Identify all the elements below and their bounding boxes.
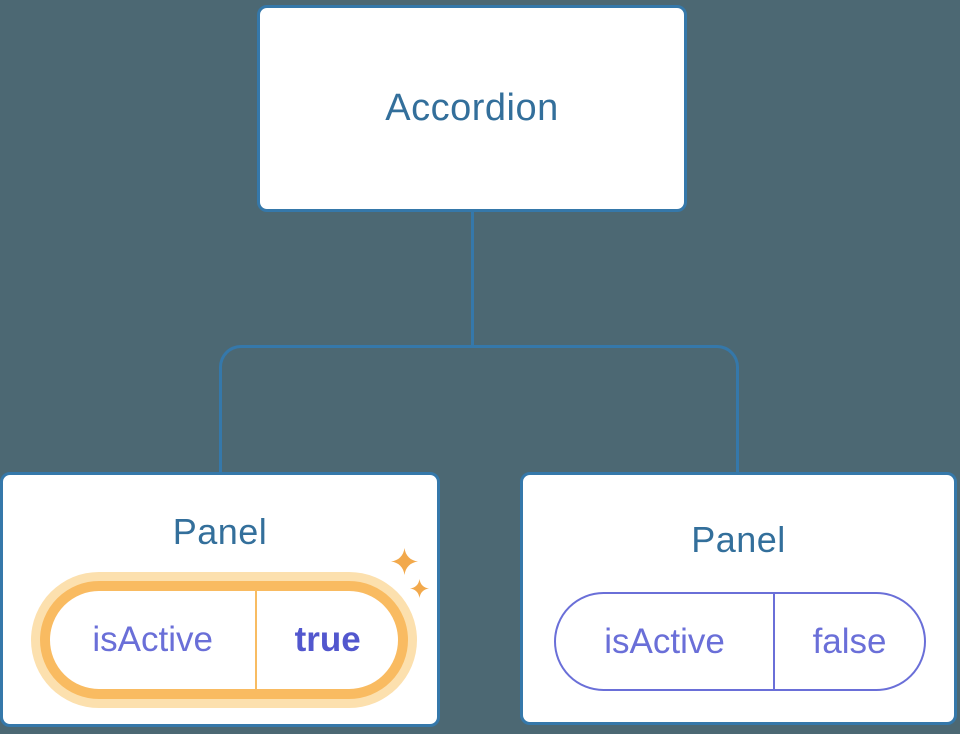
panel-label: Panel	[172, 511, 268, 552]
accordion-label: Accordion	[385, 87, 559, 129]
accordion-node: Accordion	[257, 5, 687, 212]
connector-root-line	[471, 212, 474, 347]
state-prop-name: isActive	[604, 621, 725, 661]
state-pill-inactive: isActive false	[554, 592, 926, 691]
sparkle-large-icon	[391, 548, 418, 575]
state-value: false	[812, 621, 887, 661]
state-value: true	[294, 620, 361, 659]
sparkle-small-icon	[410, 579, 429, 598]
panel-node-active: Panel isActive true	[0, 472, 440, 727]
connector-branch-bracket	[219, 345, 739, 472]
panel-node-inactive: Panel isActive false	[520, 472, 957, 725]
panel-label: Panel	[691, 519, 786, 560]
pill-divider	[255, 591, 258, 689]
state-pill-active: isActive true	[40, 581, 408, 699]
state-prop-name: isActive	[92, 620, 213, 659]
pill-divider	[773, 594, 776, 689]
